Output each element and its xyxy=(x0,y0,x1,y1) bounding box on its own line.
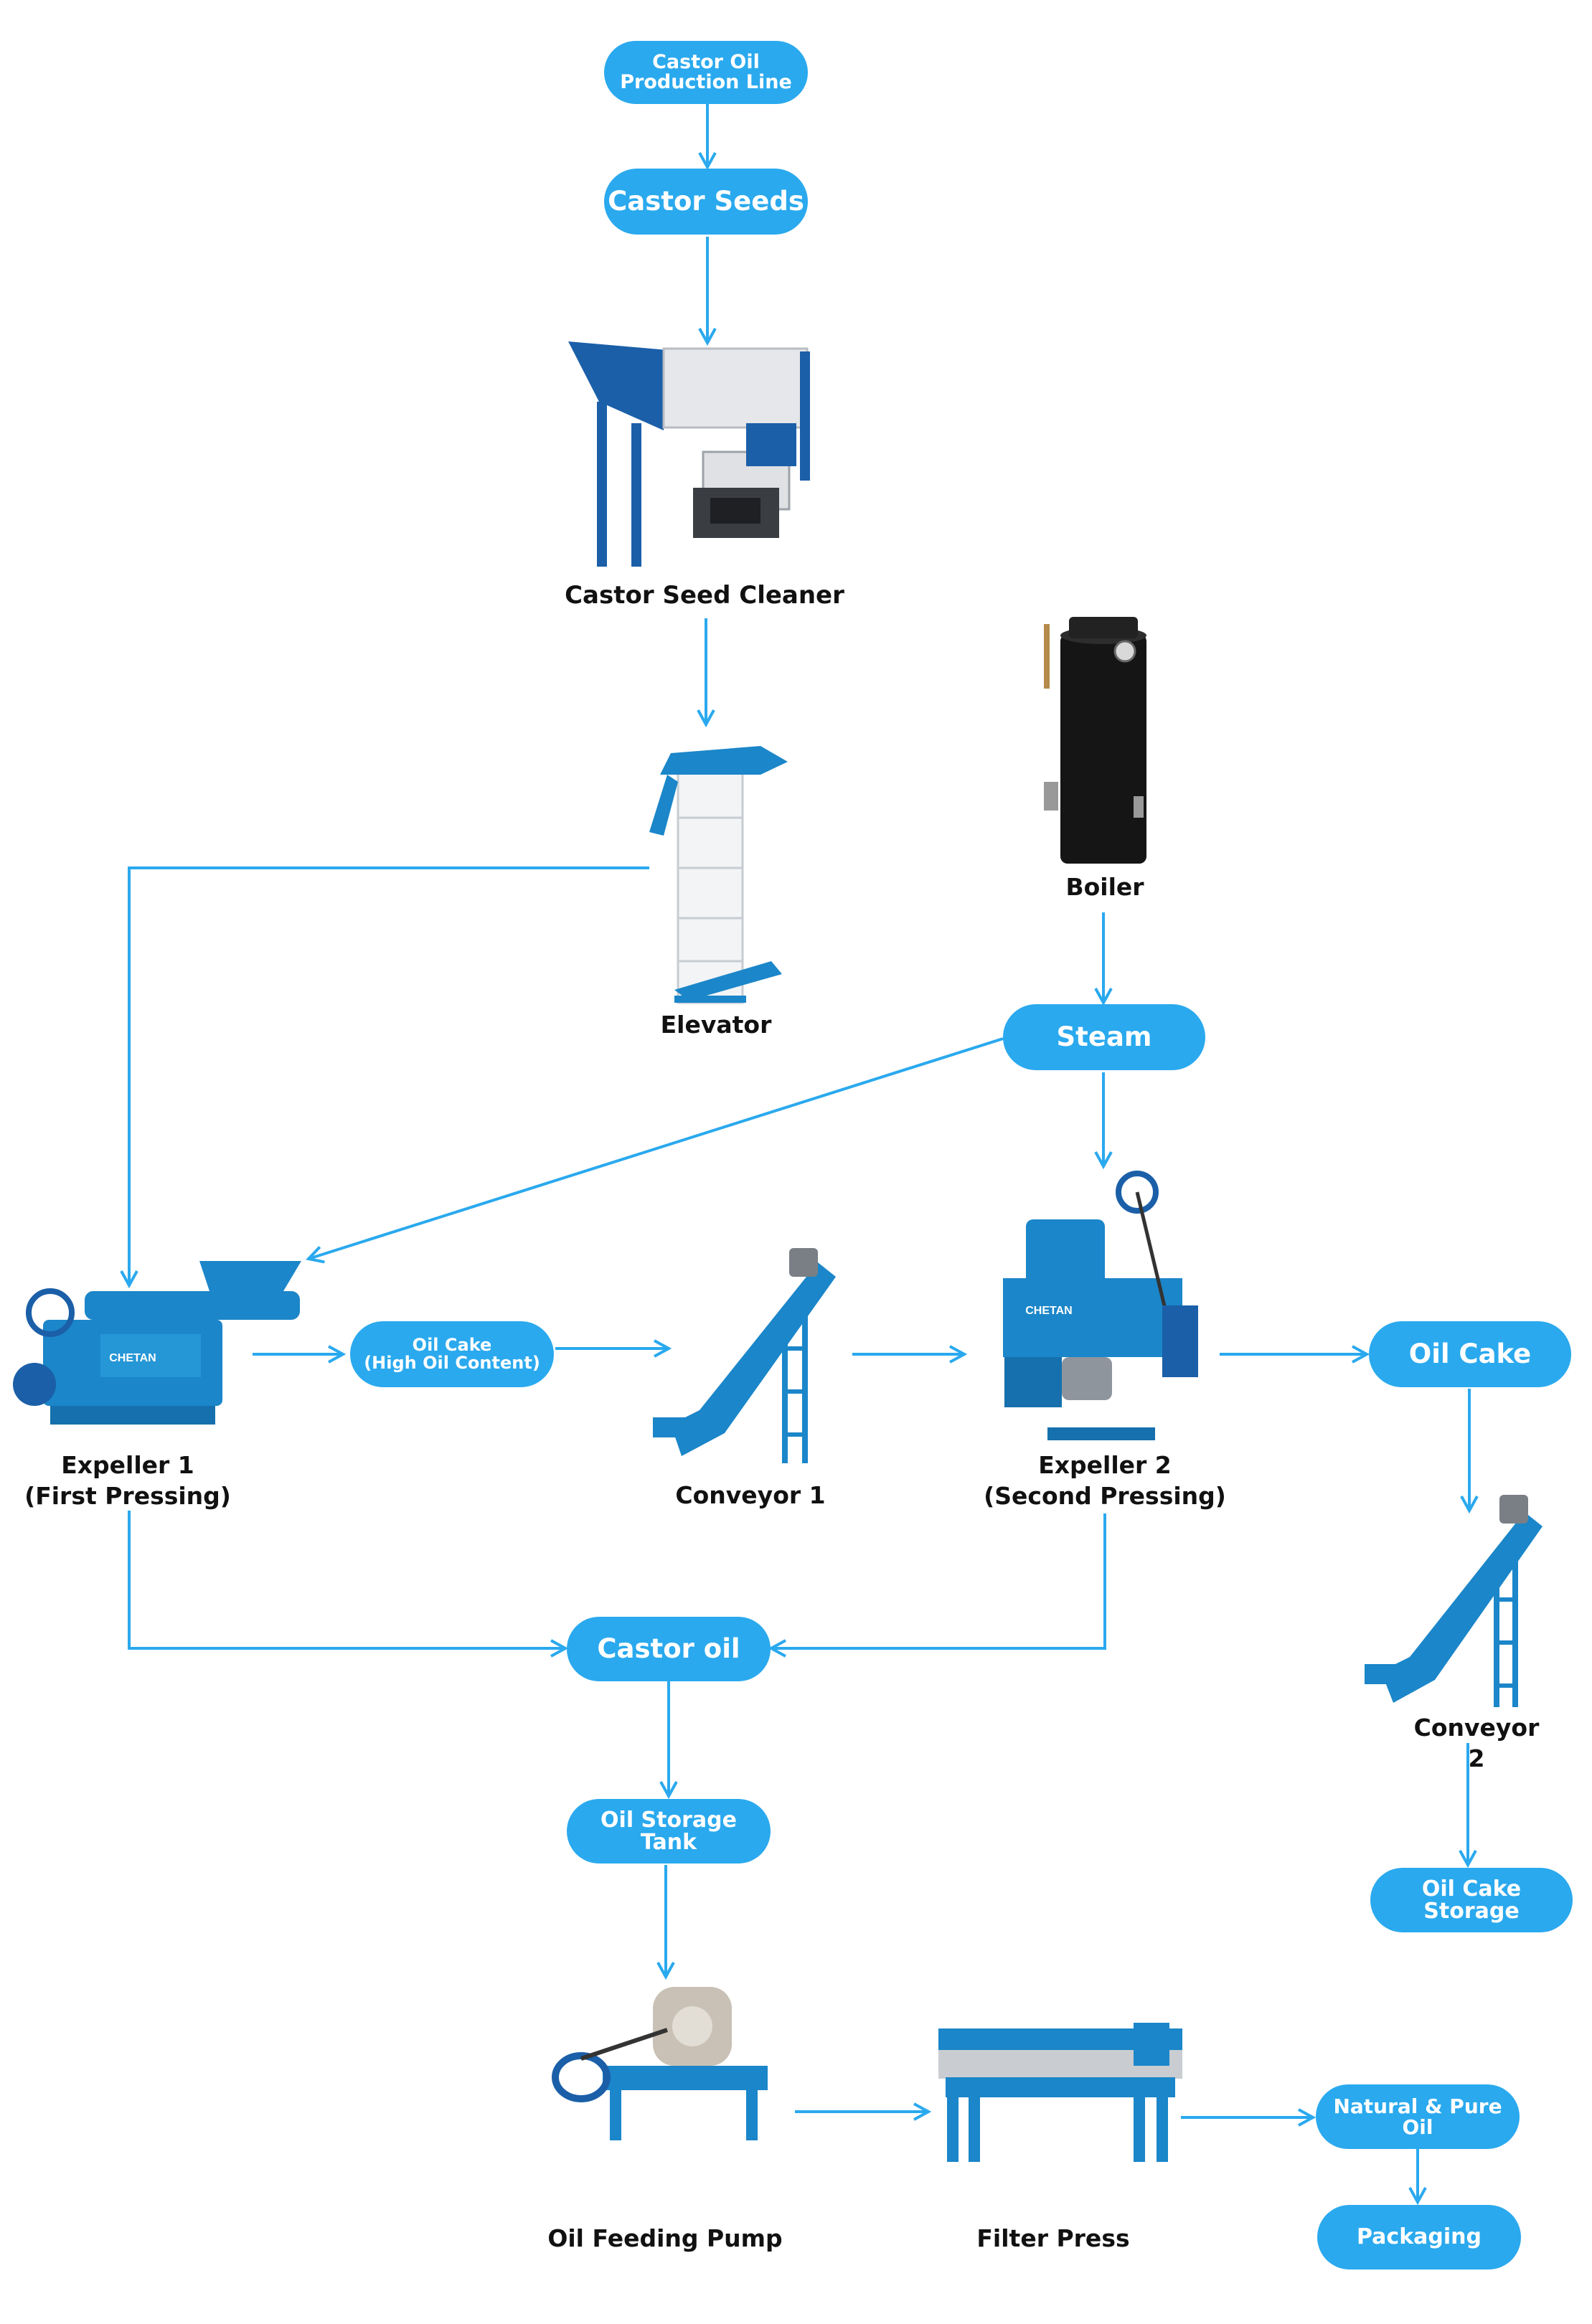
expeller1-machine: CHETAN xyxy=(13,1261,301,1425)
oil-pump-machine xyxy=(552,1987,768,2140)
node-natural-pure-oil: Natural & Pure Oil xyxy=(1316,2084,1520,2149)
node-steam: Steam xyxy=(1003,1004,1205,1070)
elevator-machine xyxy=(649,746,788,1004)
label-filter-press: Filter Press xyxy=(976,2224,1130,2252)
label-castor-seed-cleaner: Castor Seed Cleaner xyxy=(565,581,844,610)
label-boiler: Boiler xyxy=(1065,873,1144,901)
node-start: Castor Oil Production Line xyxy=(604,41,808,104)
arrow-elevator-to-expeller1 xyxy=(129,866,649,1285)
node-oil-cake-high: Oil Cake (High Oil Content) xyxy=(350,1321,554,1387)
label-conveyor1: Conveyor 1 xyxy=(675,1481,826,1509)
node-castor-seeds: Castor Seeds xyxy=(604,169,808,235)
arrow-expeller1-to-castoroil xyxy=(128,1511,565,1648)
node-oil-storage-tank: Oil Storage Tank xyxy=(567,1799,771,1864)
node-oil-cake-storage: Oil Cake Storage xyxy=(1370,1868,1573,1932)
node-castor-oil: Castor oil xyxy=(567,1617,771,1681)
label-oil-feeding-pump: Oil Feeding Pump xyxy=(547,2224,783,2252)
expeller2-machine: CHETAN xyxy=(1003,1171,1198,1440)
node-packaging: Packaging xyxy=(1317,2205,1521,2269)
expeller2-brand-logo: CHETAN xyxy=(1025,1305,1072,1317)
conveyor1-machine xyxy=(653,1248,836,1463)
arrow-steam-to-expeller1 xyxy=(308,1037,1004,1259)
label-expeller1: Expeller 1 (First Pressing) xyxy=(24,1451,231,1510)
boiler-machine xyxy=(1044,617,1146,864)
label-elevator: Elevator xyxy=(660,1011,772,1039)
node-oil-cake: Oil Cake xyxy=(1369,1321,1571,1387)
label-expeller2: Expeller 2 (Second Pressing) xyxy=(984,1451,1226,1510)
arrow-expeller2-to-castoroil xyxy=(771,1513,1106,1648)
label-conveyor2: Conveyor 2 xyxy=(1413,1714,1540,1772)
seed-cleaner-machine xyxy=(568,341,810,567)
expeller1-brand-logo: CHETAN xyxy=(109,1352,156,1364)
filter-press-machine xyxy=(938,2023,1182,2162)
conveyor2-machine xyxy=(1365,1495,1542,1707)
